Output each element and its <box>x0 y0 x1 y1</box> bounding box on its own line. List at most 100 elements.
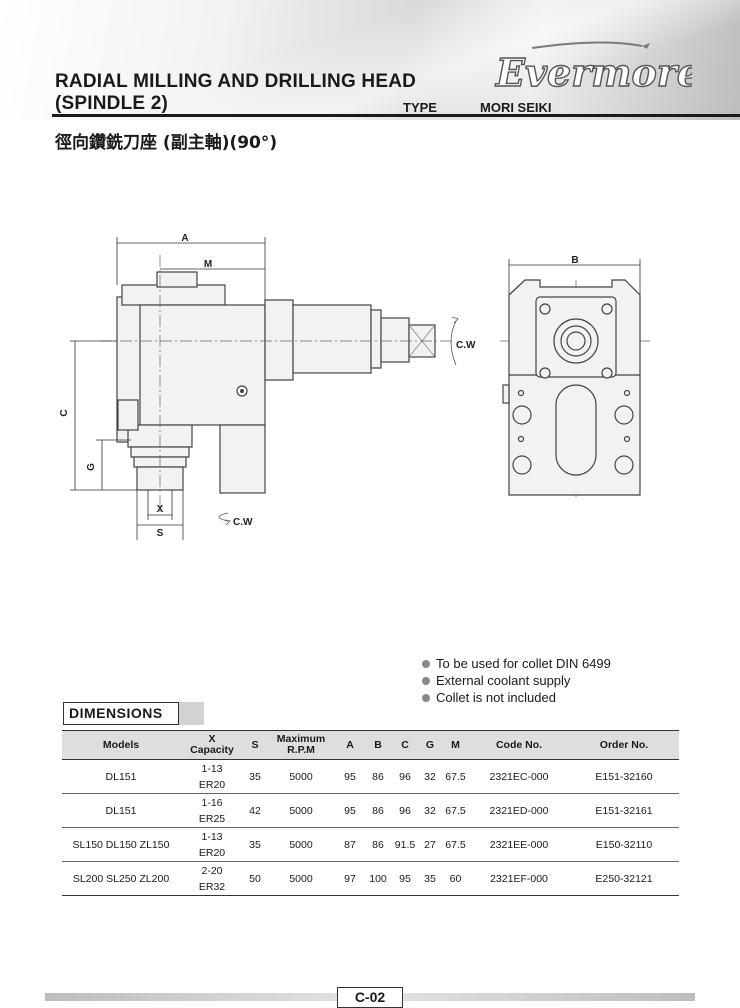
notes-list: To be used for collet DIN 6499 External … <box>422 655 611 706</box>
cell-m: 60 <box>442 861 469 896</box>
page-subtitle: 徑向鑽銑刀座 (副主軸)(90°) <box>55 133 278 153</box>
cell-s: 42 <box>244 793 266 828</box>
cell-models: SL150 DL150 ZL150 <box>62 827 180 862</box>
cell-g: 32 <box>418 793 442 828</box>
note-text: Collet is not included <box>436 690 556 705</box>
cell-c: 96 <box>392 759 418 794</box>
dimensions-label: DIMENSIONS <box>63 702 179 725</box>
cell-g: 32 <box>418 759 442 794</box>
cell-c: 96 <box>392 793 418 828</box>
label-g: G <box>86 463 97 471</box>
header-rule <box>52 114 740 117</box>
cell-code: 2321EE-000 <box>469 827 569 862</box>
col-header-a: A <box>336 730 364 760</box>
col-header-x-line1: X <box>208 733 216 745</box>
label-s: S <box>157 528 164 539</box>
brand-logo-text: Evermore <box>495 50 692 95</box>
cell-code: 2321ED-000 <box>469 793 569 828</box>
cell-x-collet: ER20 <box>198 846 226 859</box>
page-title: RADIAL MILLING AND DRILLING HEAD (SPINDL… <box>55 71 416 115</box>
bullet-icon <box>422 659 430 668</box>
cell-order: E250-32121 <box>569 861 679 896</box>
cell-x-range: 1-13 <box>201 830 223 843</box>
cell-b: 86 <box>364 793 392 828</box>
label-cw-bottom: C.W <box>233 517 253 528</box>
cell-b: 86 <box>364 827 392 862</box>
cell-x-range: 1-16 <box>201 796 223 809</box>
cell-order: E150-32110 <box>569 827 679 862</box>
note-item: To be used for collet DIN 6499 <box>422 655 611 672</box>
cell-rpm: 5000 <box>266 793 336 828</box>
col-header-c: C <box>392 730 418 760</box>
technical-drawing: A M C G X S B C.W C.W <box>59 233 650 540</box>
cell-models: SL200 SL250 ZL200 <box>62 861 180 896</box>
page-title-line2: (SPINDLE 2) <box>55 93 169 114</box>
cell-x-collet: ER32 <box>198 880 226 893</box>
cell-rpm: 5000 <box>266 759 336 794</box>
cell-g: 27 <box>418 827 442 862</box>
cell-code: 2321EF-000 <box>469 861 569 896</box>
cell-b: 86 <box>364 759 392 794</box>
cell-rpm: 5000 <box>266 861 336 896</box>
note-text: External coolant supply <box>436 673 571 688</box>
cell-m: 67.5 <box>442 759 469 794</box>
side-view <box>116 271 436 494</box>
cell-x-range: 1-13 <box>201 762 223 775</box>
col-header-m: M <box>442 730 469 760</box>
note-text: To be used for collet DIN 6499 <box>436 656 611 671</box>
cell-c: 95 <box>392 861 418 896</box>
cell-a: 95 <box>336 759 364 794</box>
label-cw-side: C.W <box>456 340 476 351</box>
front-view <box>502 279 641 496</box>
cell-a: 95 <box>336 793 364 828</box>
cell-x-collet: ER20 <box>198 778 226 791</box>
cell-rpm: 5000 <box>266 827 336 862</box>
col-header-code: Code No. <box>469 730 569 760</box>
label-a: A <box>181 233 188 244</box>
dimension-lines <box>70 237 641 540</box>
cell-models: DL151 <box>62 793 180 828</box>
type-value: MORI SEIKI <box>480 100 552 115</box>
cell-a: 97 <box>336 861 364 896</box>
label-c: C <box>59 409 70 416</box>
note-item: Collet is not included <box>422 689 611 706</box>
cell-s: 35 <box>244 827 266 862</box>
page-title-line1: RADIAL MILLING AND DRILLING HEAD <box>55 71 417 92</box>
cell-models: DL151 <box>62 759 180 794</box>
cell-order: E151-32160 <box>569 759 679 794</box>
cell-s: 50 <box>244 861 266 896</box>
dimension-labels: A M C G X S B C.W C.W <box>59 233 579 539</box>
col-header-order: Order No. <box>569 730 679 760</box>
cell-order: E151-32161 <box>569 793 679 828</box>
brand-logo: Evermore <box>494 41 692 96</box>
col-header-models: Models <box>62 730 180 760</box>
col-header-s: S <box>244 730 266 760</box>
page-number: C-02 <box>337 987 403 1008</box>
cell-x-range: 2-20 <box>201 864 223 877</box>
cell-b: 100 <box>364 861 392 896</box>
col-header-rpm-line1: Maximum <box>276 733 326 745</box>
label-m: M <box>204 259 212 270</box>
cell-s: 35 <box>244 759 266 794</box>
cell-x-collet: ER25 <box>198 812 226 825</box>
col-header-b: B <box>364 730 392 760</box>
bullet-icon <box>422 676 430 685</box>
cell-m: 67.5 <box>442 827 469 862</box>
col-header-x-line2: Capacity <box>190 744 234 756</box>
note-item: External coolant supply <box>422 672 611 689</box>
label-b: B <box>571 255 578 266</box>
col-header-rpm-line2: R.P.M <box>287 744 315 756</box>
bullet-icon <box>422 693 430 702</box>
cell-m: 67.5 <box>442 793 469 828</box>
